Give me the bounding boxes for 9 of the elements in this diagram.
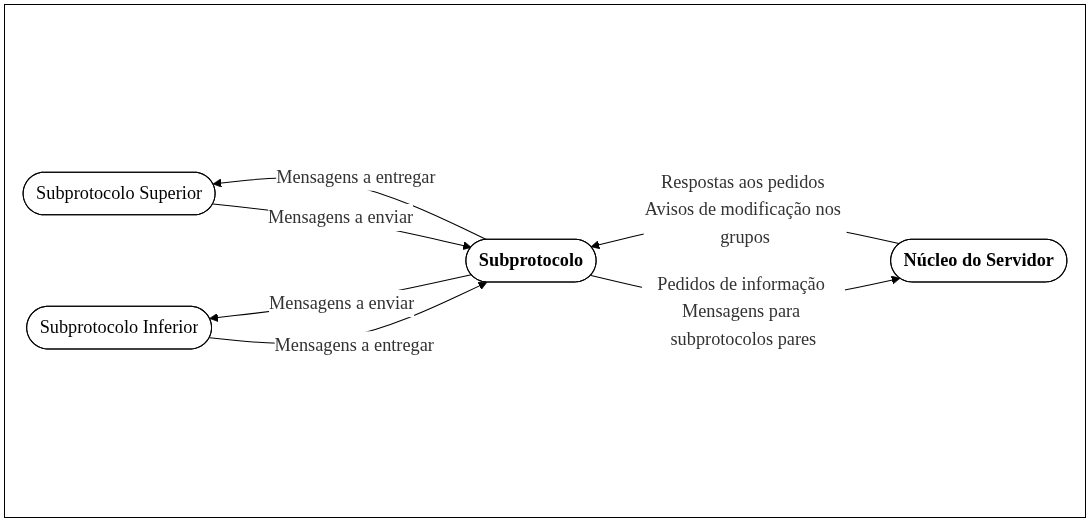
edge-label: Pedidos de informação Mensagens para subprotocolos pares: [657, 273, 825, 349]
arrow: [209, 281, 488, 344]
arrow: [212, 177, 488, 241]
edge-label: Mensagens a entregar: [276, 166, 436, 187]
edge-label: Respostas aos pedidos Avisos de modificação nos grupos: [644, 171, 841, 247]
edge-label: Mensagens a entregar: [274, 334, 434, 355]
edge-label: Mensagens a enviar: [267, 206, 414, 228]
arrow: [212, 203, 472, 250]
edge-label: Mensagens a enviar: [269, 292, 415, 314]
